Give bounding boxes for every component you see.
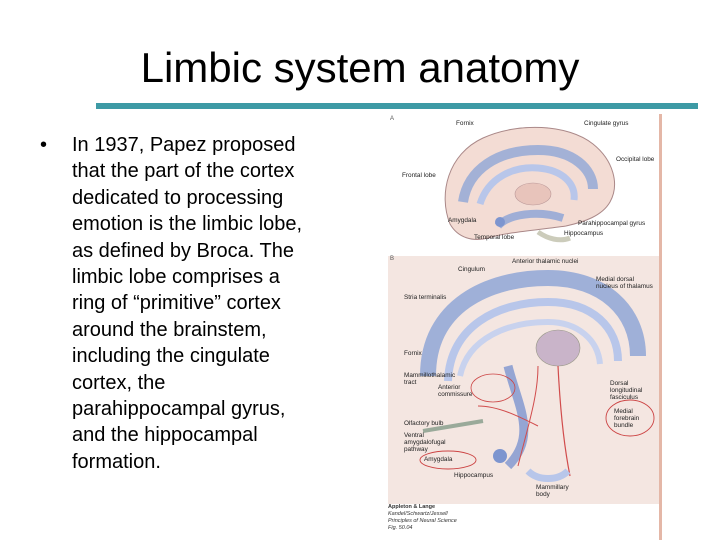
- panel-b: B Anterior thalamic nuclei Cingulum Medi…: [388, 256, 662, 504]
- label-hippocampus-b: Hippocampus: [454, 472, 494, 479]
- label-amygdala-a: Amygdala: [448, 217, 477, 224]
- figure-right-frame: [659, 114, 662, 540]
- label-anterior-thalamic-nuclei: Anterior thalamic nuclei: [512, 258, 579, 265]
- bullet-text: In 1937, Papez proposed that the part of…: [72, 134, 303, 473]
- credit-publisher: Appleton & Lange: [388, 504, 436, 510]
- credit-book: Principles of Neural Science: [388, 518, 457, 524]
- bullet-dot: •: [40, 134, 48, 156]
- bullet-list: • In 1937, Papez proposed that the part …: [40, 132, 370, 475]
- label-fornix-a: Fornix: [456, 120, 474, 127]
- panel-b-illustration: [419, 269, 655, 482]
- panel-b-letter: B: [390, 256, 395, 262]
- figure-credit: Appleton & Lange Kandel/Schwartz/Jessell…: [388, 504, 662, 540]
- panel-a-letter: A: [390, 116, 395, 122]
- label-mammillothalamic-tract: Mammillothalamic tract: [404, 372, 456, 386]
- label-medial-dorsal-nucleus: Medial dorsal nucleus of thalamus: [596, 276, 653, 290]
- label-temporal-lobe: Temporal lobe: [474, 234, 515, 241]
- label-occipital-lobe: Occipital lobe: [616, 156, 655, 163]
- panel-a-illustration: [444, 126, 615, 243]
- slide-title: Limbic system anatomy: [140, 44, 580, 91]
- credit-fig: Fig. 50.04: [388, 525, 413, 531]
- label-olfactory-bulb: Olfactory bulb: [404, 420, 444, 427]
- brain-figure: A Fornix Cingulate gyrus Occipital lobe …: [388, 114, 662, 540]
- label-parahippocampal-gyrus: Parahippocampal gyrus: [578, 220, 646, 227]
- label-fornix-b: Fornix: [404, 350, 422, 357]
- label-cingulum: Cingulum: [458, 266, 485, 273]
- title-underline: [96, 103, 698, 109]
- label-cingulate-gyrus: Cingulate gyrus: [584, 120, 629, 127]
- label-anterior-commissure: Anterior commissure: [438, 384, 473, 398]
- label-hippocampus-a: Hippocampus: [564, 230, 604, 237]
- label-ventral-amygdalofugal: Ventral amygdalofugal pathway: [404, 432, 446, 453]
- label-frontal-lobe: Frontal lobe: [402, 172, 436, 179]
- label-dorsal-longitudinal-fasciculus: Dorsal longitudinal fasciculus: [610, 380, 643, 401]
- label-medial-forebrain-bundle: Medial forebrain bundle: [614, 408, 640, 429]
- label-stria-terminalis: Stria terminalis: [404, 294, 447, 301]
- label-mammillary-body: Mammillary body: [536, 484, 569, 498]
- label-amygdala-b: Amygdala: [424, 456, 453, 463]
- credit-authors: Kandel/Schwartz/Jessell: [388, 511, 448, 517]
- panel-a: A Fornix Cingulate gyrus Occipital lobe …: [388, 114, 662, 256]
